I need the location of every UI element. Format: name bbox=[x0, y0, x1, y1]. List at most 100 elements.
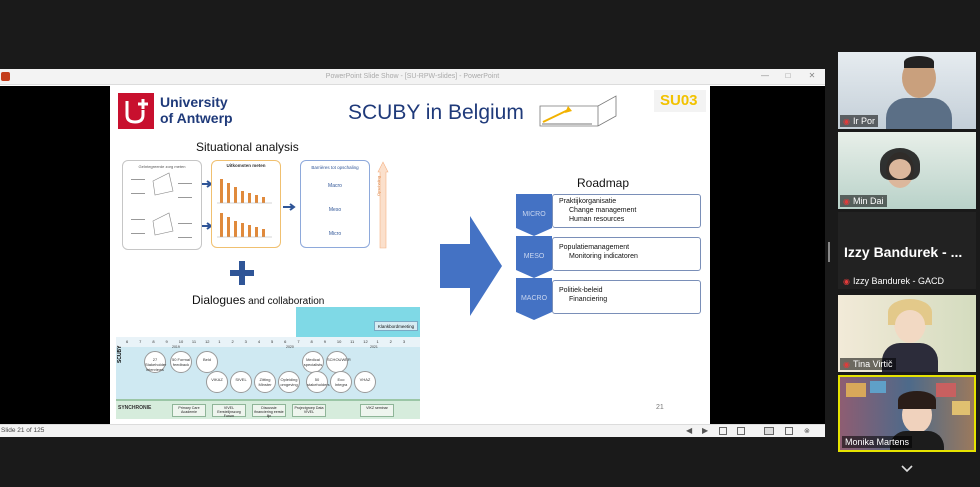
window-titlebar: PowerPoint Slide Show - [SU-RPW-slides] … bbox=[0, 69, 825, 85]
timeline-month: 10 bbox=[178, 339, 184, 344]
timeline-event: SIVEL bbox=[230, 371, 252, 393]
timeline-month: 3 bbox=[402, 339, 406, 344]
timeline-month: 1 bbox=[218, 339, 221, 344]
timeline-month: 6 bbox=[126, 339, 129, 344]
university-logo: University of Antwerp bbox=[118, 93, 248, 129]
mic-muted-icon: ◉ bbox=[843, 117, 850, 126]
timeline-event: VIKAZ bbox=[206, 371, 228, 393]
situational-heading: Situational analysis bbox=[196, 140, 299, 154]
minimize-button[interactable]: — bbox=[761, 71, 769, 80]
timeline-month: 12 bbox=[205, 339, 210, 344]
participant-name: ◉Tina Virtič bbox=[840, 358, 896, 370]
level-macro: Macro bbox=[328, 183, 342, 189]
year-2019: 2019 bbox=[172, 345, 180, 349]
timeline-month: 4 bbox=[257, 339, 261, 344]
participant-name-large: Izzy Bandurek - ... bbox=[844, 244, 963, 260]
participant-tile-tina-virtic[interactable]: ◉Tina Virtič bbox=[838, 295, 976, 372]
year-2020: 2020 bbox=[286, 345, 294, 349]
close-button[interactable]: ✕ bbox=[808, 71, 816, 80]
panel-resize-handle[interactable] bbox=[828, 242, 830, 262]
reading-view-button[interactable] bbox=[764, 427, 774, 435]
timeline-event: Opleiding omgeving bbox=[278, 371, 300, 393]
normal-view-button[interactable] bbox=[737, 427, 745, 435]
chevron-down-icon[interactable] bbox=[898, 462, 916, 476]
timeline-month: 12 bbox=[363, 339, 368, 344]
participant-tile-min-dai[interactable]: ◉Min Dai bbox=[838, 132, 976, 209]
next-slide-button[interactable]: ▶ bbox=[702, 426, 709, 435]
participant-name: ◉Izzy Bandurek - GACD bbox=[843, 276, 945, 286]
participant-name: ◉Min Dai bbox=[840, 195, 887, 207]
barriers-box: Barrières tot opschaling Macro Meso Micr… bbox=[300, 160, 370, 248]
timeline-month: 2 bbox=[231, 339, 234, 344]
roadmap-label-meso: MESO bbox=[523, 253, 545, 260]
roadmap-bullet: Populatiemanagement bbox=[559, 244, 630, 251]
powerpoint-app-icon bbox=[1, 72, 10, 81]
scaling-diagram-thumbnail bbox=[539, 95, 617, 127]
slide-area: University of Antwerp SCUBY in Belgium S… bbox=[0, 86, 825, 424]
year-2021: 2021 bbox=[370, 345, 378, 349]
roadmap-chevrons bbox=[516, 194, 552, 320]
zoom-button[interactable]: ⊗ bbox=[804, 428, 810, 435]
roadmap-sub: Monitoring indicatoren bbox=[569, 253, 638, 260]
roadmap-sub: Change management bbox=[569, 207, 637, 214]
roadmap-box-macro: Politiek-beleid Financiering bbox=[552, 280, 701, 314]
scaling-arrow bbox=[377, 161, 389, 249]
timeline-month: 11 bbox=[350, 339, 355, 344]
timeline-month: 6 bbox=[284, 339, 287, 344]
timeline-event: Eco Integra bbox=[330, 371, 352, 393]
arrow-right-icon bbox=[283, 203, 296, 211]
timeline-month: 10 bbox=[336, 339, 342, 344]
grid-view-button[interactable] bbox=[719, 427, 727, 435]
mic-muted-icon: ◉ bbox=[843, 277, 850, 286]
roadmap-bullet: Praktijkorganisatie bbox=[559, 198, 617, 205]
timeline-event: 27 Stakeholder interviews bbox=[144, 351, 166, 373]
slide-badge: SU03 bbox=[654, 90, 706, 112]
timeline-month: 9 bbox=[323, 339, 326, 344]
plus-icon bbox=[230, 261, 254, 285]
timeline-month: 8 bbox=[152, 339, 155, 344]
synchronie-event: Projectgroep Data VIVEL bbox=[292, 404, 326, 417]
arrow-right-icon bbox=[202, 180, 213, 230]
dialogues-heading: Dialogues and collaboration bbox=[192, 293, 325, 307]
level-meso: Meso bbox=[328, 207, 342, 213]
integrated-care-box: Geïntegreerde zorg meten bbox=[122, 160, 202, 250]
slide-title: SCUBY in Belgium bbox=[348, 101, 524, 124]
maximize-button[interactable]: □ bbox=[785, 71, 791, 80]
timeline-event: VHAZ bbox=[354, 371, 376, 393]
participant-tile-ir-por[interactable]: ◉Ir Por bbox=[838, 52, 976, 129]
timeline-event: Zitting Minster bbox=[254, 371, 276, 393]
timeline-month: 3 bbox=[244, 339, 247, 344]
synchronie-label: SYNCHRONIE bbox=[118, 405, 152, 411]
synchronie-event: VIKZ seminar bbox=[360, 404, 394, 417]
arrow-right-icon bbox=[440, 216, 502, 316]
roadmap-sub: Human resources bbox=[569, 216, 625, 223]
roadmap-box-micro: Praktijkorganisatie Change management Hu… bbox=[552, 194, 701, 228]
roadmap-bullet: Politiek-beleid bbox=[559, 287, 603, 294]
timeline-event: 50 stakeholders bbox=[306, 371, 330, 393]
participant-name: Monika Martens bbox=[842, 436, 913, 448]
participant-tile-izzy-bandurek[interactable]: Izzy Bandurek - ... ◉Izzy Bandurek - GAC… bbox=[838, 212, 976, 289]
participant-tile-monika-martens[interactable]: Monika Martens bbox=[838, 375, 976, 452]
synchronie-event: Discussie financiering eerste lijn bbox=[252, 404, 286, 418]
synchronie-event: Primary Care Academie bbox=[172, 404, 206, 417]
status-bar: Slide 21 of 125 ◀ ▶ ⊗ bbox=[0, 424, 825, 437]
timeline-month: 7 bbox=[297, 339, 300, 344]
level-micro: Micro bbox=[328, 231, 342, 237]
timeline-month: 5 bbox=[271, 339, 274, 344]
scaling-label: Opschaling bbox=[376, 175, 381, 196]
powerpoint-window: PowerPoint Slide Show - [SU-RPW-slides] … bbox=[0, 69, 825, 437]
timeline-month: 9 bbox=[165, 339, 168, 344]
klankbord-box: Klankbordmeeting bbox=[374, 321, 418, 331]
timeline-event: 50 Formal feedback bbox=[170, 351, 192, 373]
roadmap-heading: Roadmap bbox=[577, 176, 630, 190]
roadmap-label-micro: MICRO bbox=[522, 211, 546, 218]
roadmap-box-meso: Populatiemanagement Monitoring indicator… bbox=[552, 237, 701, 271]
synchronie-event: VIVEL Eerstelijnszorg Forum bbox=[212, 404, 246, 418]
timeline-month: 7 bbox=[139, 339, 142, 344]
timeline-event: Beld bbox=[196, 351, 218, 373]
prev-slide-button[interactable]: ◀ bbox=[686, 426, 693, 435]
slideshow-button[interactable] bbox=[785, 427, 793, 435]
